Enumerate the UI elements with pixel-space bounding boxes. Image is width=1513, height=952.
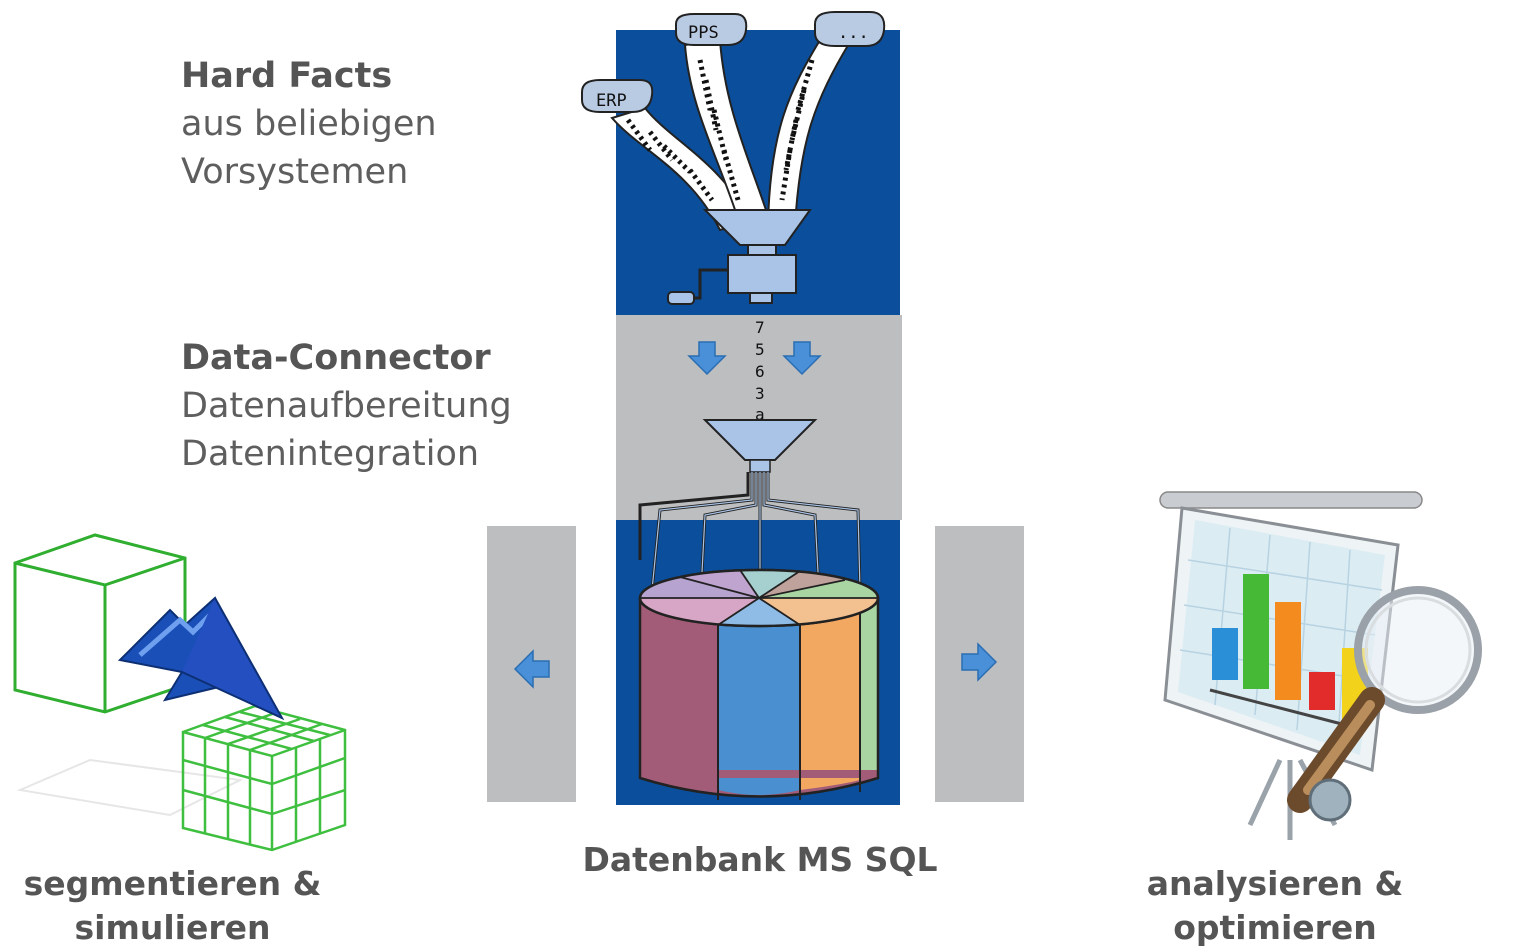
digit-3: 6 xyxy=(755,362,765,381)
analyze-optimize-line1: analysieren & xyxy=(1146,864,1404,903)
source-label-more: ... xyxy=(838,23,869,43)
digit-1: 7 xyxy=(755,318,765,337)
hard-facts-line1: aus beliebigen xyxy=(181,104,437,144)
data-connector-label: Data-Connector Datenaufbereitung Datenin… xyxy=(181,334,512,478)
hard-facts-title: Hard Facts xyxy=(181,56,393,96)
source-label-pps: PPS xyxy=(688,23,719,43)
segment-simulate-line2: simulieren xyxy=(74,908,271,947)
analyze-optimize-caption: analysieren & optimieren xyxy=(1115,862,1435,950)
digit-5: a xyxy=(755,405,765,424)
arrow-left-icon xyxy=(513,649,550,689)
presentation-board-graphic xyxy=(1159,491,1482,840)
source-bubble-pps xyxy=(675,13,748,46)
down-arrow-left-icon xyxy=(687,341,727,376)
hard-facts-label: Hard Facts aus beliebigen Vorsystemen xyxy=(181,52,437,196)
database-caption: Datenbank MS SQL xyxy=(582,840,938,879)
segment-simulate-caption: segmentieren & simulieren xyxy=(0,862,345,950)
analyze-optimize-line2: optimieren xyxy=(1173,908,1377,947)
data-connector-title: Data-Connector xyxy=(181,338,491,378)
digit-stream: 7 5 6 3 a xyxy=(755,318,765,424)
source-bubble-erp xyxy=(581,79,654,113)
source-label-erp: ERP xyxy=(596,91,627,111)
hard-facts-line2: Vorsystemen xyxy=(181,152,409,192)
digit-4: 3 xyxy=(755,384,765,403)
segment-simulate-line1: segmentieren & xyxy=(23,864,322,903)
left-side-panel xyxy=(487,526,576,802)
data-connector-line2: Datenintegration xyxy=(181,434,480,474)
digit-2: 5 xyxy=(755,340,765,359)
collector-funnel xyxy=(702,419,818,461)
grinder-funnel xyxy=(667,209,812,305)
down-arrow-right-icon xyxy=(782,341,822,376)
arrow-right-icon xyxy=(961,642,998,682)
cube-segmentation-graphic xyxy=(13,533,347,852)
data-strip-ribbons xyxy=(610,38,852,232)
database-cylinder xyxy=(638,568,880,800)
source-bubble-more xyxy=(814,11,886,47)
data-connector-line1: Datenaufbereitung xyxy=(181,386,512,426)
right-side-panel xyxy=(935,526,1024,802)
